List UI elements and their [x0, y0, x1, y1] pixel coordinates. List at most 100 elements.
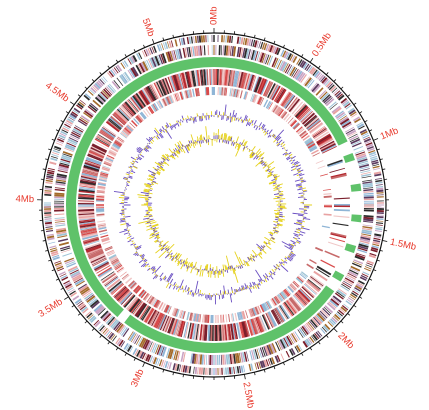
- gene-feature: [236, 352, 241, 364]
- gene-feature: [279, 61, 286, 71]
- gene-feature: [84, 163, 100, 170]
- gene-feature: [289, 348, 294, 356]
- scale-tick: [133, 49, 136, 53]
- gene-feature: [306, 279, 321, 291]
- gene-feature: [111, 146, 119, 151]
- gene-feature: [283, 337, 289, 347]
- gene-feature: [142, 307, 153, 322]
- gene-feature: [366, 145, 374, 150]
- gene-feature: [108, 318, 117, 327]
- gene-feature: [95, 137, 110, 146]
- gene-feature: [245, 310, 249, 319]
- scale-tick: [64, 296, 69, 300]
- gene-feature: [227, 354, 231, 365]
- pink-gene-track: [96, 86, 333, 324]
- gene-feature: [101, 127, 116, 139]
- gene-feature: [145, 48, 150, 56]
- gene-feature: [352, 261, 363, 266]
- gene-feature: [91, 301, 100, 309]
- gene-feature: [153, 102, 159, 111]
- gene-feature: [294, 104, 306, 117]
- gene-feature: [118, 107, 131, 120]
- gene-feature: [233, 366, 235, 374]
- gene-feature: [56, 229, 67, 233]
- gene-feature: [199, 69, 203, 86]
- gene-feature: [252, 76, 260, 92]
- gene-feature: [118, 339, 124, 347]
- gene-feature: [88, 298, 98, 306]
- gene-feature: [78, 213, 95, 217]
- gene-feature: [92, 258, 108, 267]
- gene-feature: [111, 259, 120, 266]
- gene-feature: [55, 222, 66, 225]
- gene-feature: [57, 138, 65, 143]
- gene-feature: [65, 283, 72, 289]
- gene-feature: [375, 222, 384, 225]
- gene-feature: [219, 324, 222, 341]
- gene-feature: [110, 334, 116, 341]
- gene-feature: [62, 153, 73, 158]
- gene-feature: [304, 63, 310, 71]
- gene-feature: [224, 324, 228, 341]
- gene-feature: [304, 323, 312, 333]
- gene-feature: [258, 52, 263, 62]
- gene-feature: [83, 237, 100, 244]
- gene-feature: [156, 44, 161, 52]
- gene-feature: [376, 192, 384, 194]
- gene-feature: [243, 48, 248, 59]
- gene-feature: [59, 273, 67, 277]
- gene-feature: [238, 312, 242, 320]
- gene-feature: [130, 55, 136, 64]
- gene-feature: [321, 77, 328, 84]
- gene-feature: [297, 59, 303, 66]
- gene-feature: [310, 319, 318, 328]
- gene-feature: [146, 308, 156, 324]
- gc-skew-purple: [140, 135, 284, 275]
- gene-feature: [104, 158, 113, 164]
- gene-feature: [248, 38, 252, 46]
- gene-feature: [147, 48, 152, 56]
- gene-feature: [260, 303, 266, 312]
- gene-feature: [301, 325, 309, 335]
- gene-feature: [115, 287, 129, 301]
- rna-band: [351, 214, 362, 223]
- gene-feature: [261, 314, 270, 330]
- gene-feature: [351, 292, 358, 297]
- gene-feature: [290, 348, 296, 355]
- gene-feature: [247, 49, 251, 60]
- gc-content-yellow-spikes: [118, 111, 313, 297]
- gene-feature: [341, 305, 349, 311]
- gene-feature: [275, 87, 284, 103]
- gene-feature: [330, 231, 347, 238]
- gene-feature: [333, 315, 339, 322]
- gene-feature: [264, 302, 270, 310]
- gene-feature: [365, 142, 373, 147]
- scale-tick: [382, 168, 386, 170]
- gene-feature: [287, 53, 292, 61]
- gene-feature: [252, 307, 257, 316]
- gene-feature: [260, 79, 269, 96]
- gene-feature: [111, 320, 120, 330]
- gene-feature: [92, 85, 98, 92]
- gene-feature: [373, 171, 382, 175]
- gene-feature: [280, 49, 285, 57]
- gene-feature: [302, 135, 310, 141]
- gene-feature: [348, 135, 359, 141]
- gene-feature: [275, 107, 282, 115]
- gene-feature: [259, 315, 267, 331]
- gene-feature: [323, 195, 332, 198]
- gene-feature: [88, 250, 104, 259]
- gene-feature: [359, 276, 367, 282]
- gene-feature: [309, 259, 317, 265]
- gene-feature: [284, 336, 291, 347]
- gene-feature: [253, 40, 258, 48]
- gene-feature: [191, 323, 195, 340]
- gc-content-track: [113, 104, 311, 305]
- scale-tick: [318, 65, 321, 69]
- gene-feature: [297, 275, 305, 282]
- gene-feature: [133, 284, 140, 293]
- gene-feature: [180, 72, 186, 89]
- gene-feature: [283, 93, 294, 108]
- gene-feature: [225, 35, 227, 43]
- scale-tick: [379, 158, 383, 161]
